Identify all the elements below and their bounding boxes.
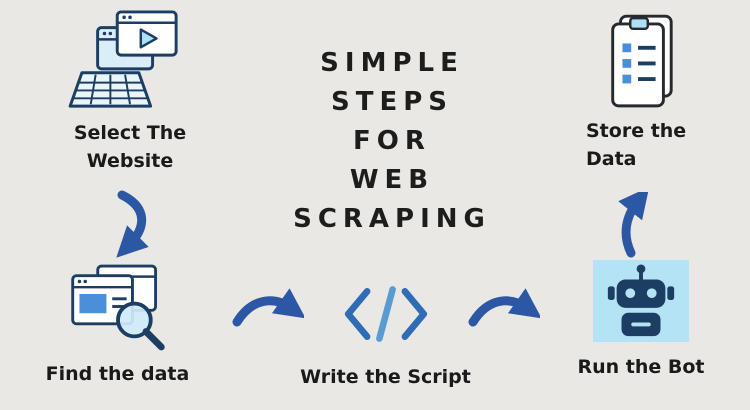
robot-icon-background [593, 260, 689, 342]
laptop-video-icon [50, 8, 210, 114]
step-write-script: Write the Script [298, 280, 473, 392]
title-line-3: WEB [349, 165, 435, 195]
clipboard-icon-svg [611, 14, 673, 108]
clipboard-icon [570, 12, 710, 110]
page-title: SIMPLE STEPS FOR WEB SCRAPING [286, 44, 498, 239]
arrow-select-to-find-icon [116, 190, 149, 258]
arrow-find-to-write-icon [232, 288, 304, 327]
browser-magnifier-icon-svg [70, 264, 165, 351]
step-store-data-label: Store the Data [586, 120, 687, 170]
step-store-data: Store the Data [570, 12, 710, 173]
browser-magnifier-icon [25, 262, 210, 351]
step-run-bot-label: Run the Bot [577, 356, 705, 378]
code-icon [298, 280, 473, 348]
robot-icon [607, 264, 675, 337]
title-line-1: SIMPLE [320, 48, 464, 78]
title-line-2: STEPS FOR [330, 87, 453, 156]
arrow-run-to-store-icon [618, 192, 650, 258]
step-select-website-label: Select The Website [73, 122, 187, 172]
laptop-video-icon-svg [68, 10, 178, 108]
step-find-data-label: Find the data [45, 363, 190, 385]
step-run-bot: Run the Bot [575, 260, 707, 382]
code-icon-svg [344, 286, 427, 342]
step-find-data: Find the data [25, 262, 210, 389]
step-write-script-label: Write the Script [300, 366, 471, 388]
title-line-4: SCRAPING [293, 204, 491, 234]
arrow-write-to-run-icon [468, 288, 540, 327]
step-select-website: Select The Website [50, 8, 210, 175]
